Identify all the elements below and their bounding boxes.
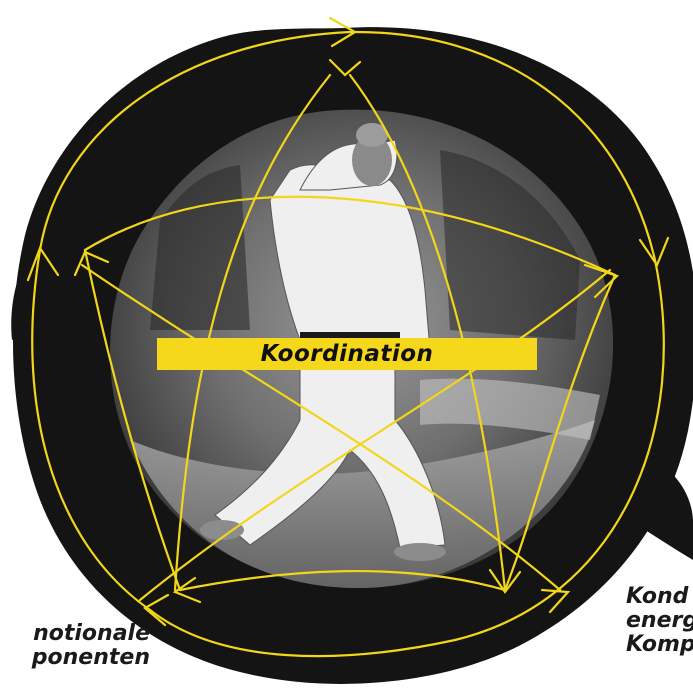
arrow-network <box>26 16 670 658</box>
inner-arc-2 <box>503 273 617 592</box>
arrow-icon <box>488 568 522 594</box>
inner-arc-4 <box>83 248 182 592</box>
center-label-bar: Koordination <box>157 338 537 370</box>
arrow-icon <box>540 588 571 614</box>
label-left-line-2: ponenten <box>31 645 150 670</box>
outer-arc-top <box>38 30 352 252</box>
outer-arc-right <box>348 30 657 262</box>
label-right-line-2: energ <box>626 608 693 633</box>
arrow-icon <box>328 58 362 77</box>
inner-arc-3 <box>178 570 507 592</box>
label-right-line-3: Komp <box>626 632 693 657</box>
arrow-icon <box>328 16 358 48</box>
outer-arc-bottom <box>453 258 665 642</box>
star-1 <box>173 73 332 592</box>
arrow-icon <box>73 250 110 277</box>
inner-arc-1 <box>83 195 617 277</box>
arrow-icon <box>638 236 670 268</box>
star-3 <box>80 263 562 592</box>
label-emotional-components: notionale ponenten <box>0 622 150 670</box>
center-label: Koordination <box>260 341 434 367</box>
label-left-line-1: notionale <box>33 621 150 646</box>
label-conditional-components: Kond energ Komp <box>626 585 693 657</box>
star-2 <box>348 73 507 592</box>
star-4 <box>138 268 612 602</box>
arrow-icon <box>583 263 620 299</box>
label-right-line-1: Kond <box>626 584 689 609</box>
outer-arc-bottom-left <box>148 608 457 658</box>
arrow-icon <box>172 576 202 604</box>
arrow-icon <box>143 593 170 627</box>
arrow-icon <box>26 245 60 282</box>
outer-arc-left <box>31 248 152 612</box>
